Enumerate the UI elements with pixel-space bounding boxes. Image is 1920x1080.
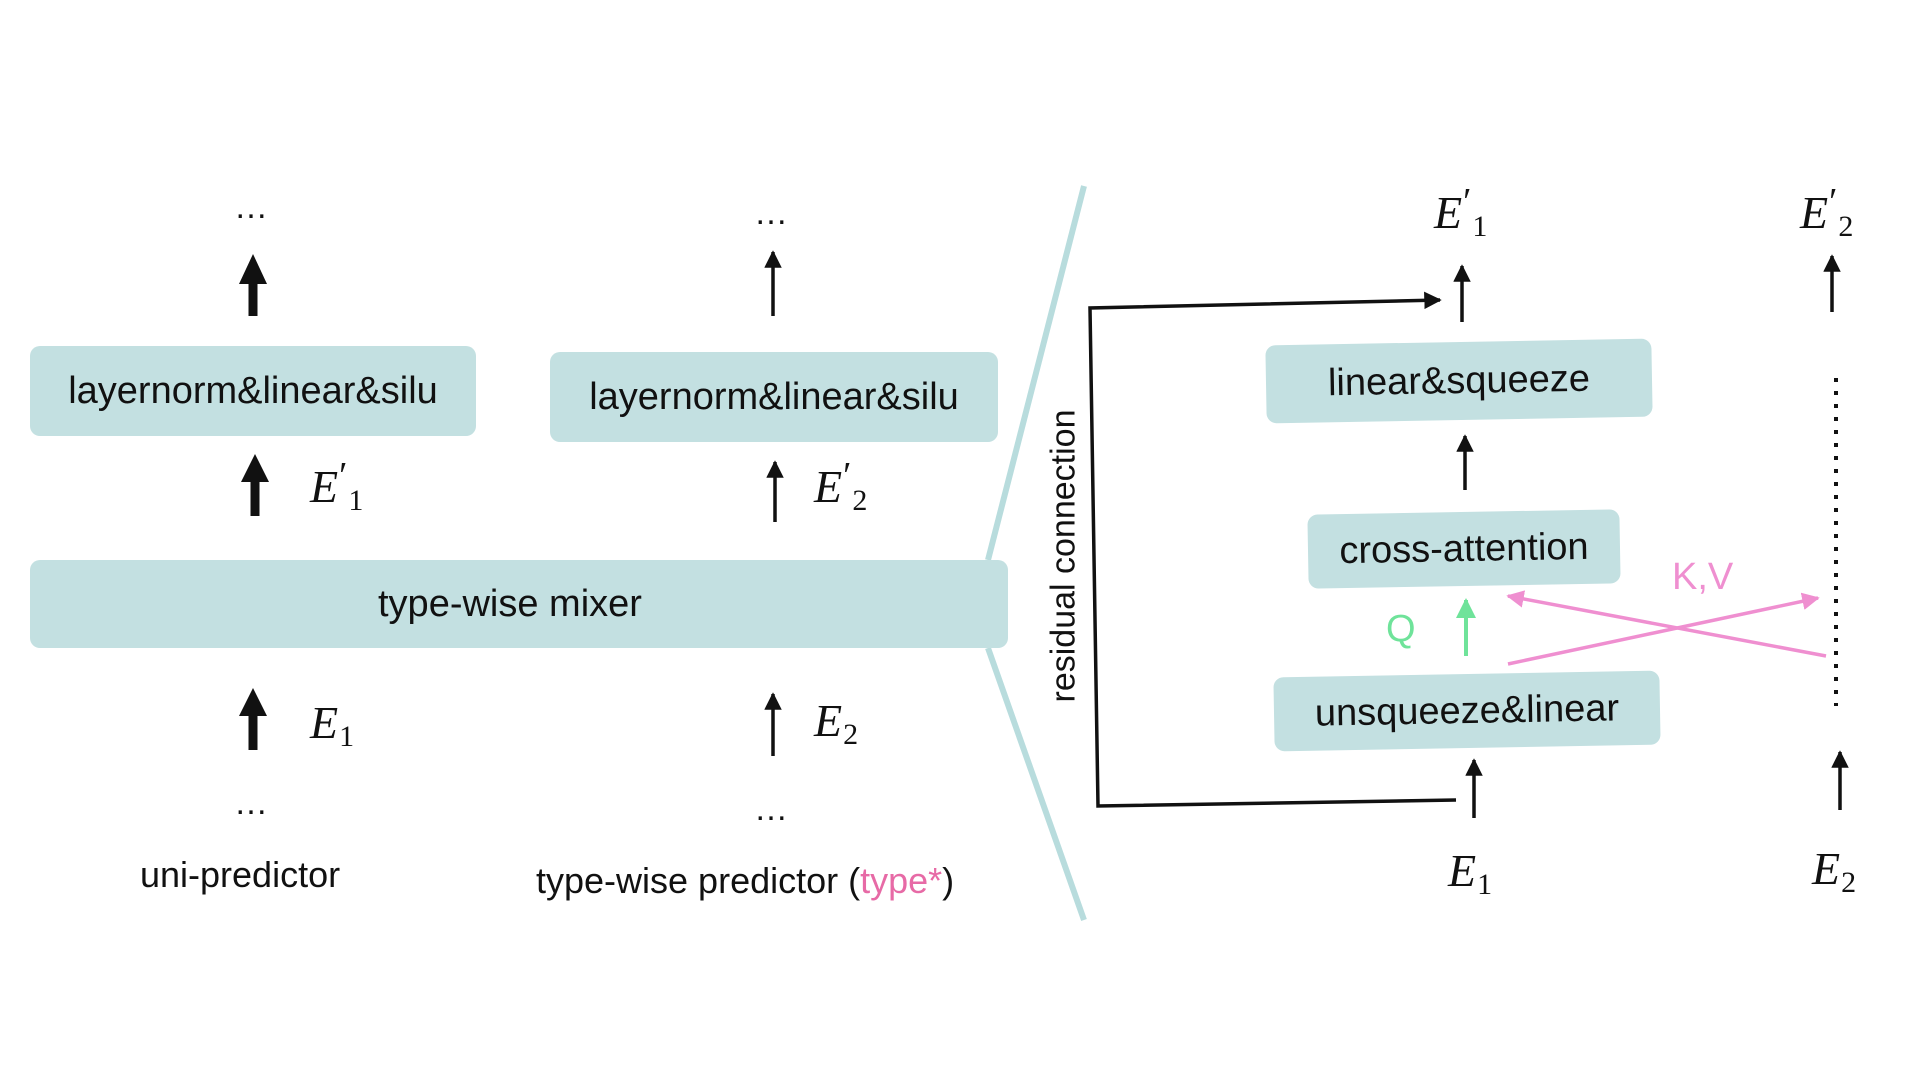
uni-predictor-output-arrow bbox=[239, 254, 267, 316]
type-wise-mixer-label: type-wise mixer bbox=[378, 582, 642, 625]
linear-squeeze-block: linear&squeeze bbox=[1265, 338, 1653, 424]
type-wise-predictor-input-symbol: E2 bbox=[814, 695, 859, 751]
cross-attention-label: cross-attention bbox=[1339, 525, 1589, 572]
uni-predictor-bottom-ellipsis: … bbox=[234, 784, 270, 822]
right-e1-input-symbol: E1 bbox=[1448, 845, 1493, 901]
residual-connection-line bbox=[1088, 291, 1457, 808]
residual-connection-label: residual connection bbox=[1044, 409, 1083, 703]
type-wise-predictor-caption: type-wise predictor (type*) bbox=[536, 860, 955, 901]
uni-predictor-mid-arrow bbox=[241, 454, 269, 516]
cross-attention-block: cross-attention bbox=[1307, 509, 1621, 589]
linear-squeeze-label: linear&squeeze bbox=[1327, 357, 1591, 404]
query-label: Q bbox=[1386, 608, 1416, 650]
key-value-arrow-to-attention bbox=[1506, 590, 1827, 658]
type-wise-predictor-output-symbol: E′2 bbox=[814, 455, 868, 517]
uni-predictor-caption: uni-predictor bbox=[140, 854, 341, 895]
type-wise-predictor-block-label: layernorm&linear&silu bbox=[589, 375, 959, 418]
key-value-label: K,V bbox=[1672, 556, 1734, 598]
uni-predictor-block: layernorm&linear&silu bbox=[30, 346, 476, 436]
type-wise-predictor-bottom-ellipsis: … bbox=[754, 790, 790, 828]
right-e2-prime-output-symbol: E′2 bbox=[1800, 181, 1854, 243]
key-value-arrow-to-e2 bbox=[1507, 592, 1820, 666]
unsqueeze-linear-label: unsqueeze&linear bbox=[1314, 686, 1620, 735]
type-wise-predictor-top-ellipsis: … bbox=[754, 194, 790, 232]
uni-predictor-top-ellipsis: … bbox=[234, 188, 270, 226]
zoom-divider-lower bbox=[985, 647, 1087, 921]
type-wise-predictor-block: layernorm&linear&silu bbox=[550, 352, 998, 442]
uni-predictor-block-label: layernorm&linear&silu bbox=[68, 369, 438, 412]
unsqueeze-linear-block: unsqueeze&linear bbox=[1273, 670, 1661, 752]
right-e1-prime-output-symbol: E′1 bbox=[1434, 181, 1488, 243]
type-wise-mixer-block: type-wise mixer bbox=[30, 560, 1008, 648]
uni-predictor-input-arrow bbox=[239, 688, 267, 750]
right-e2-input-symbol: E2 bbox=[1812, 843, 1857, 899]
type-highlight-text: type* bbox=[860, 860, 943, 901]
uni-predictor-output-symbol: E′1 bbox=[310, 455, 364, 517]
uni-predictor-input-symbol: E1 bbox=[310, 697, 355, 753]
zoom-divider-upper bbox=[985, 185, 1087, 561]
